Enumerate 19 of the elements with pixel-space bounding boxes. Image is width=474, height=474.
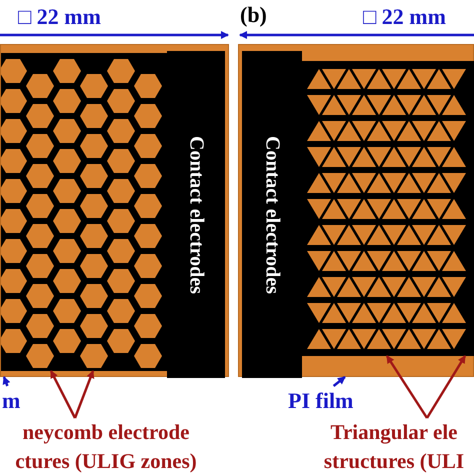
contact-electrode: Contact electrodes: [167, 51, 225, 378]
honeycomb-electrode-drawing: [1, 53, 167, 371]
leader-arrow: [426, 355, 466, 419]
callout-label: neycomb electrode ctures (ULIG zones): [0, 418, 212, 474]
dimension-label: □ 22 mm: [18, 4, 101, 30]
film-panel: [238, 44, 474, 377]
leader-arrow: [386, 355, 428, 419]
contact-electrode: Contact electrodes: [242, 51, 302, 378]
leader-arrow: [2, 376, 10, 386]
callout-label: Triangular ele structures (ULI: [305, 418, 474, 474]
leader-arrow: [50, 370, 76, 419]
dimension-label: □ 22 mm: [363, 4, 446, 30]
film-panel: [0, 44, 229, 377]
callout-label: m: [2, 386, 20, 415]
callout-label: PI film: [288, 386, 364, 415]
panel-label: (b): [240, 2, 267, 28]
triangular-electrode-drawing: [301, 61, 474, 356]
leader-arrow: [332, 376, 346, 387]
leader-arrow: [74, 370, 94, 418]
